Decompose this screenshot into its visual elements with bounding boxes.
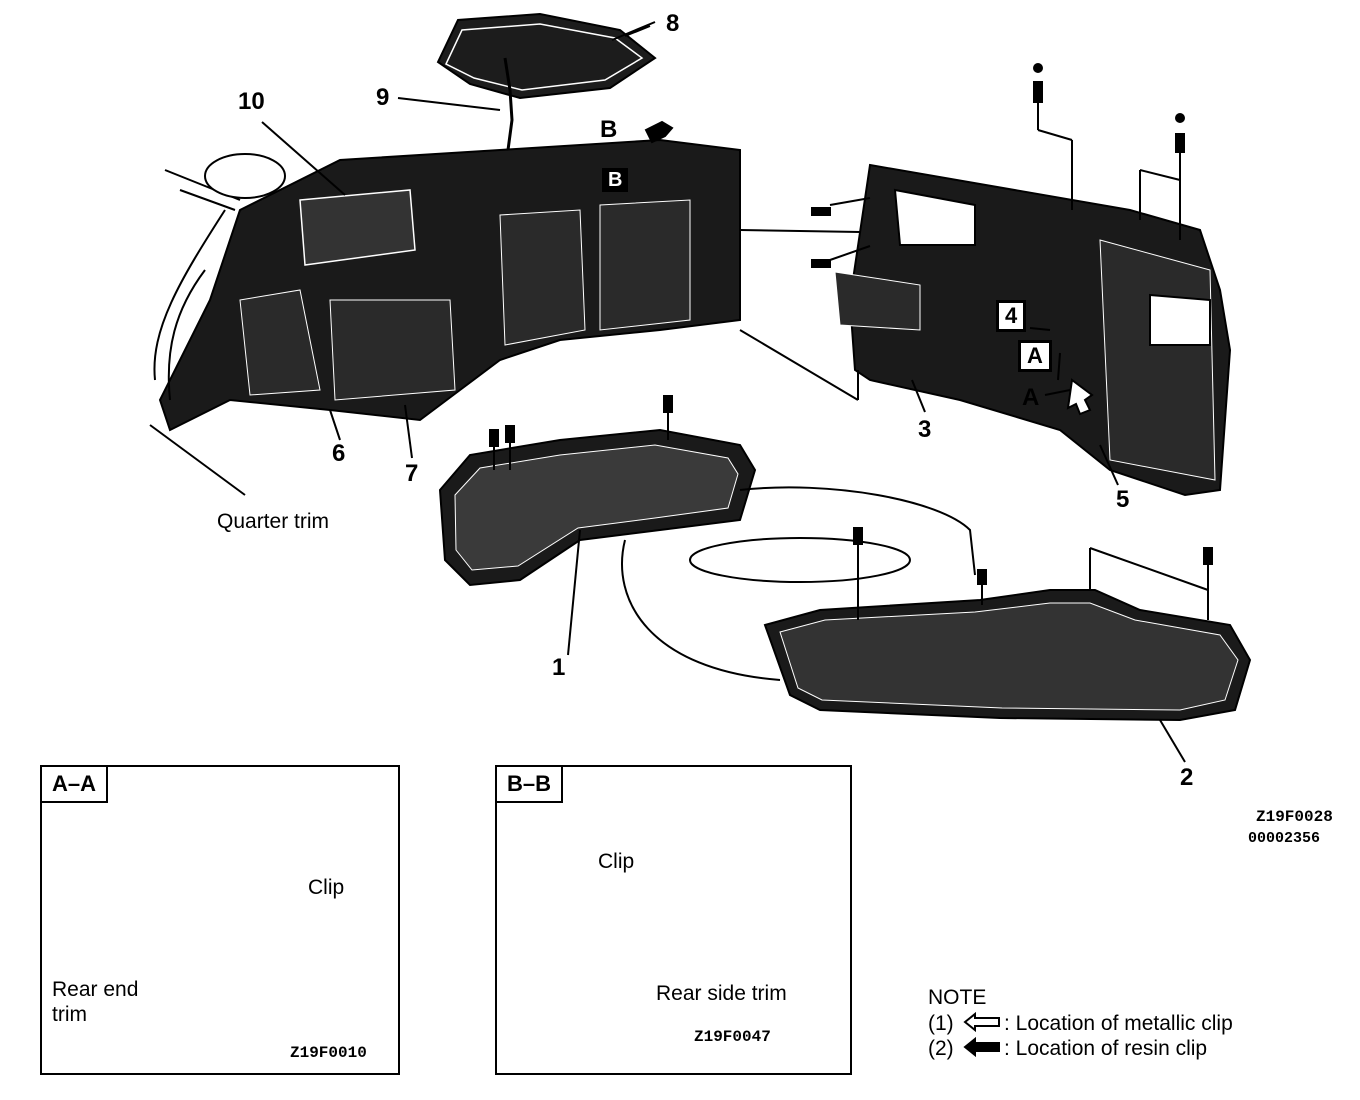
label-part-6: 6 <box>332 440 346 467</box>
label-part-1: 1 <box>552 654 566 681</box>
inset-a-a-rear-end-trim-line1: Rear end <box>52 978 139 1001</box>
note-item-1-num: (1) <box>928 1012 954 1035</box>
inset-a-a-rear-end-trim-line2: trim <box>52 1003 87 1026</box>
label-part-7: 7 <box>405 460 419 487</box>
figure-code-main-1: Z19F0028 <box>1256 808 1333 826</box>
figure-code-main-2: 00002356 <box>1248 830 1321 847</box>
note-item-1-text: : Location of metallic clip <box>1004 1012 1233 1035</box>
inset-b-b-code: Z19F0047 <box>694 1028 771 1046</box>
inset-a-a-code: Z19F0010 <box>290 1044 367 1062</box>
label-part-2: 2 <box>1180 764 1194 791</box>
note-heading: NOTE <box>928 986 987 1009</box>
label-part-5: 5 <box>1116 486 1130 513</box>
note-item-2-num: (2) <box>928 1037 954 1060</box>
inset-b-b-title: B–B <box>497 767 564 803</box>
label-part-8: 8 <box>666 10 680 37</box>
inset-b-b-clip-label: Clip <box>598 850 635 873</box>
label-section-a-marker: A <box>1022 384 1040 411</box>
label-section-b-marker: B <box>600 116 618 143</box>
inset-a-a-clip-label: Clip <box>308 876 345 899</box>
inset-a-a-title: A–A <box>42 767 109 803</box>
label-part-10: 10 <box>238 88 265 115</box>
label-section-b-boxed: B <box>602 168 629 192</box>
part-8-cover <box>436 12 657 100</box>
label-quarter-trim: Quarter trim <box>217 510 330 533</box>
label-section-a-boxed: A <box>1018 340 1052 372</box>
inset-section-a-a: A–A <box>40 765 400 1075</box>
label-part-9: 9 <box>376 84 390 111</box>
inset-section-b-b: B–B <box>495 765 852 1075</box>
note-item-2-text: : Location of resin clip <box>1004 1037 1208 1060</box>
label-part-3: 3 <box>918 416 932 443</box>
inset-b-b-rear-side-trim: Rear side trim <box>656 982 787 1005</box>
label-part-4: 4 <box>996 300 1027 332</box>
